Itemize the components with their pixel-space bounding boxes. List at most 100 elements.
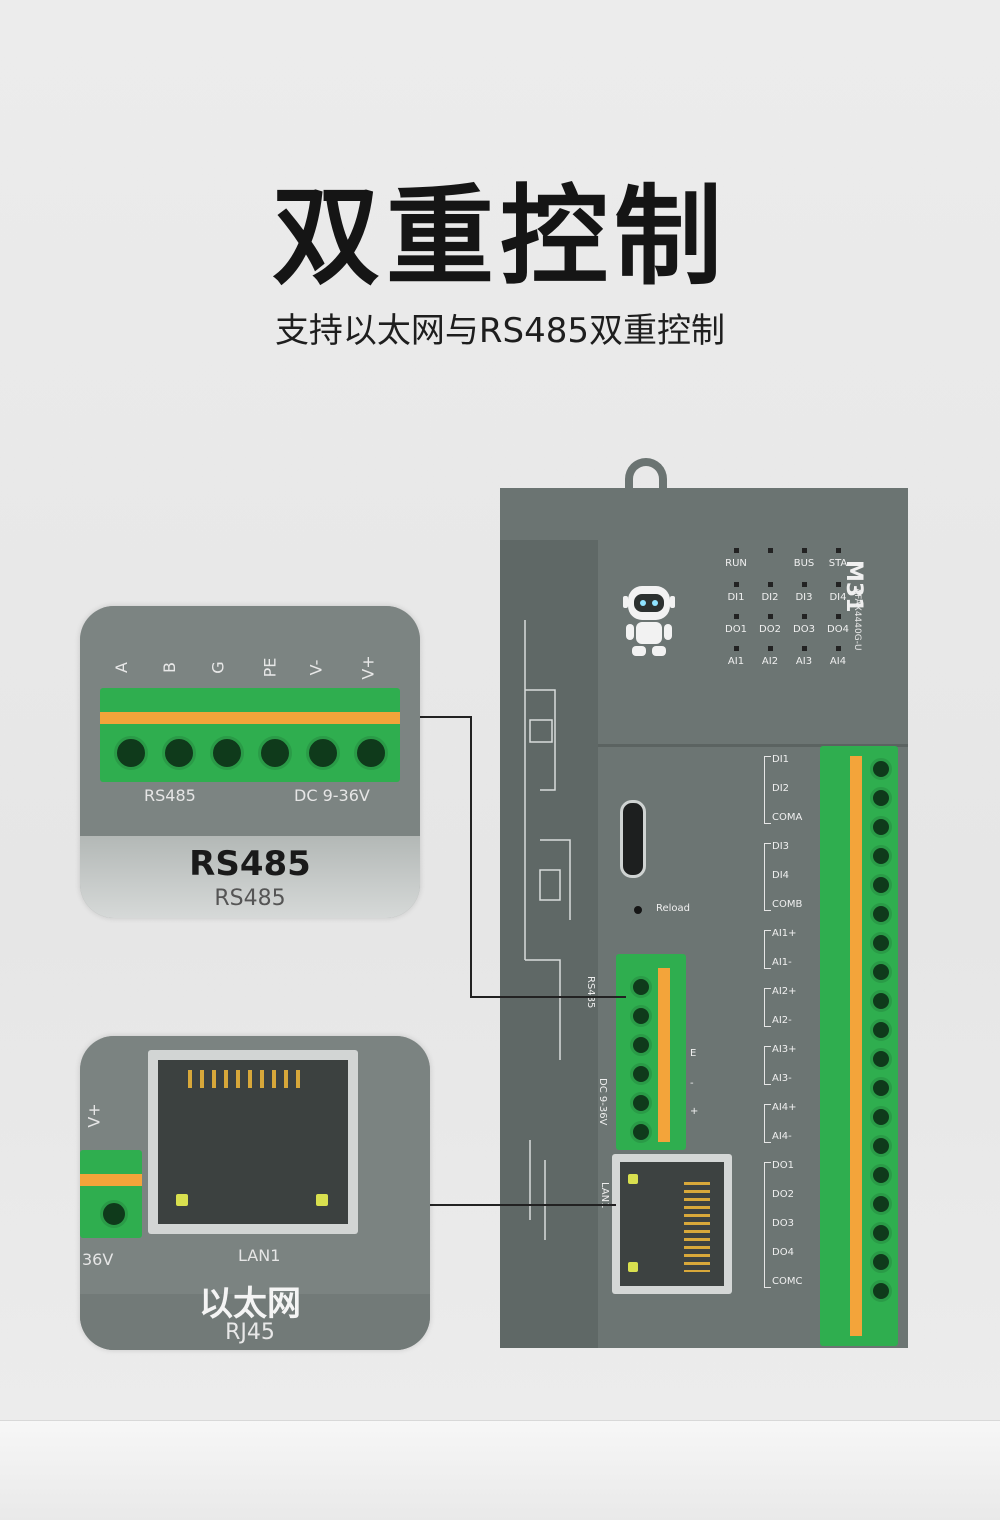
terminal-screw-hole bbox=[870, 1280, 892, 1302]
status-led bbox=[734, 582, 739, 587]
rs485-right-label: DC 9-36V bbox=[294, 786, 370, 805]
terminal-screw-hole bbox=[114, 736, 148, 770]
io-terminal-label: DO1 bbox=[772, 1160, 794, 1171]
io-terminal-label: AI4+ bbox=[772, 1102, 797, 1113]
status-led bbox=[802, 582, 807, 587]
front-terminal-block bbox=[616, 954, 686, 1150]
terminal-group-bracket bbox=[764, 988, 771, 1027]
terminal-screw-hole bbox=[870, 874, 892, 896]
page-title: 双重控制 bbox=[271, 175, 728, 300]
terminal-screw-hole bbox=[630, 1092, 652, 1114]
led-label: AI4 bbox=[829, 656, 847, 667]
robot-logo-icon bbox=[620, 580, 678, 660]
terminal-group-bracket bbox=[764, 1162, 771, 1288]
rs485-pin-label: G bbox=[208, 661, 228, 674]
terminal-screw-hole bbox=[630, 1005, 652, 1027]
status-led bbox=[734, 646, 739, 651]
io-terminal-label: DI2 bbox=[772, 783, 790, 794]
terminal-screw-hole bbox=[870, 845, 892, 867]
rs485-front-label: RS485 bbox=[585, 976, 596, 1009]
io-terminal-label: DO2 bbox=[772, 1189, 794, 1200]
terminal-screw-hole bbox=[870, 1019, 892, 1041]
terminal-screw-hole bbox=[870, 1077, 892, 1099]
terminal-screw-hole bbox=[870, 990, 892, 1012]
status-led bbox=[734, 548, 739, 553]
terminal-screw-hole bbox=[870, 1251, 892, 1273]
rs485-callout-subtitle: RS485 bbox=[214, 886, 286, 911]
led-label: STA bbox=[828, 558, 848, 569]
rs485-terminal-block bbox=[100, 688, 400, 782]
terminal-screw-hole bbox=[630, 1121, 652, 1143]
rs485-pin-label: V- bbox=[306, 659, 326, 676]
lan-side-label: V+ bbox=[84, 1103, 104, 1128]
rj45-port-icon[interactable] bbox=[612, 1154, 732, 1294]
rs485-pin-label: B bbox=[159, 662, 179, 673]
led-label: DO2 bbox=[759, 624, 781, 635]
device-side-panel bbox=[500, 540, 598, 1348]
io-terminal-label: AI4- bbox=[772, 1131, 792, 1142]
lan-callout: V+ 36V LAN1 以太网 RJ45 bbox=[80, 1036, 430, 1350]
front-e-label: E bbox=[690, 1048, 697, 1059]
led-label: DI4 bbox=[829, 592, 847, 603]
reload-label: Reload bbox=[656, 903, 691, 914]
device-top bbox=[500, 488, 908, 540]
led-label: DO1 bbox=[725, 624, 747, 635]
status-led bbox=[836, 614, 841, 619]
led-label: AI3 bbox=[795, 656, 813, 667]
connector-line bbox=[420, 716, 472, 718]
shelf-surface bbox=[0, 1420, 1000, 1520]
io-terminal-label: DI3 bbox=[772, 841, 790, 852]
connector-line bbox=[470, 716, 472, 998]
dc-front-label: DC 9-36V bbox=[597, 1078, 608, 1126]
lan-callout-title: 以太网 bbox=[199, 1284, 301, 1324]
led-label: DI2 bbox=[761, 592, 779, 603]
terminal-screw-hole bbox=[870, 961, 892, 983]
led-label: AI1 bbox=[727, 656, 745, 667]
io-terminal-label: DI1 bbox=[772, 754, 790, 765]
terminal-group-bracket bbox=[764, 843, 771, 911]
terminal-screw-hole bbox=[870, 816, 892, 838]
status-led bbox=[768, 548, 773, 553]
rs485-pin-label: V+ bbox=[358, 655, 378, 680]
io-terminal-label: COMC bbox=[772, 1276, 803, 1287]
reload-button[interactable] bbox=[634, 906, 642, 914]
rs485-left-label: RS485 bbox=[144, 786, 196, 805]
terminal-group-bracket bbox=[764, 1104, 771, 1143]
led-label: RUN bbox=[725, 558, 747, 569]
rj45-port-icon bbox=[148, 1050, 358, 1234]
terminal-screw-hole bbox=[870, 1048, 892, 1070]
led-label: DO3 bbox=[793, 624, 815, 635]
terminal-screw-hole bbox=[306, 736, 340, 770]
status-led bbox=[768, 614, 773, 619]
io-terminal-label: AI2- bbox=[772, 1015, 792, 1026]
usb-c-port-icon[interactable] bbox=[620, 800, 646, 878]
connector-line bbox=[470, 996, 626, 998]
status-led bbox=[768, 646, 773, 651]
io-terminal-label: COMA bbox=[772, 812, 803, 823]
terminal-screw-hole bbox=[630, 1063, 652, 1085]
led-label: DO4 bbox=[827, 624, 849, 635]
status-led bbox=[802, 646, 807, 651]
status-led bbox=[802, 548, 807, 553]
led-label: DI3 bbox=[795, 592, 813, 603]
io-terminal-label: AI3+ bbox=[772, 1044, 797, 1055]
terminal-screw-hole bbox=[258, 736, 292, 770]
io-terminal-label: DI4 bbox=[772, 870, 790, 881]
rs485-pin-label: PE bbox=[260, 657, 280, 678]
terminal-group-bracket bbox=[764, 930, 771, 969]
io-terminal-label: AI3- bbox=[772, 1073, 792, 1084]
terminal-screw-hole bbox=[210, 736, 244, 770]
terminal-screw-hole bbox=[870, 787, 892, 809]
terminal-screw-hole bbox=[870, 1222, 892, 1244]
terminal-group-bracket bbox=[764, 1046, 771, 1085]
led-label: BUS bbox=[793, 558, 815, 569]
lan-side-terminal bbox=[80, 1150, 142, 1238]
mount-hook bbox=[625, 458, 667, 494]
status-led bbox=[768, 582, 773, 587]
terminal-screw-hole bbox=[630, 1034, 652, 1056]
terminal-screw-hole bbox=[354, 736, 388, 770]
io-terminal-block bbox=[820, 746, 898, 1346]
terminal-screw-hole bbox=[162, 736, 196, 770]
terminal-screw-hole bbox=[870, 932, 892, 954]
